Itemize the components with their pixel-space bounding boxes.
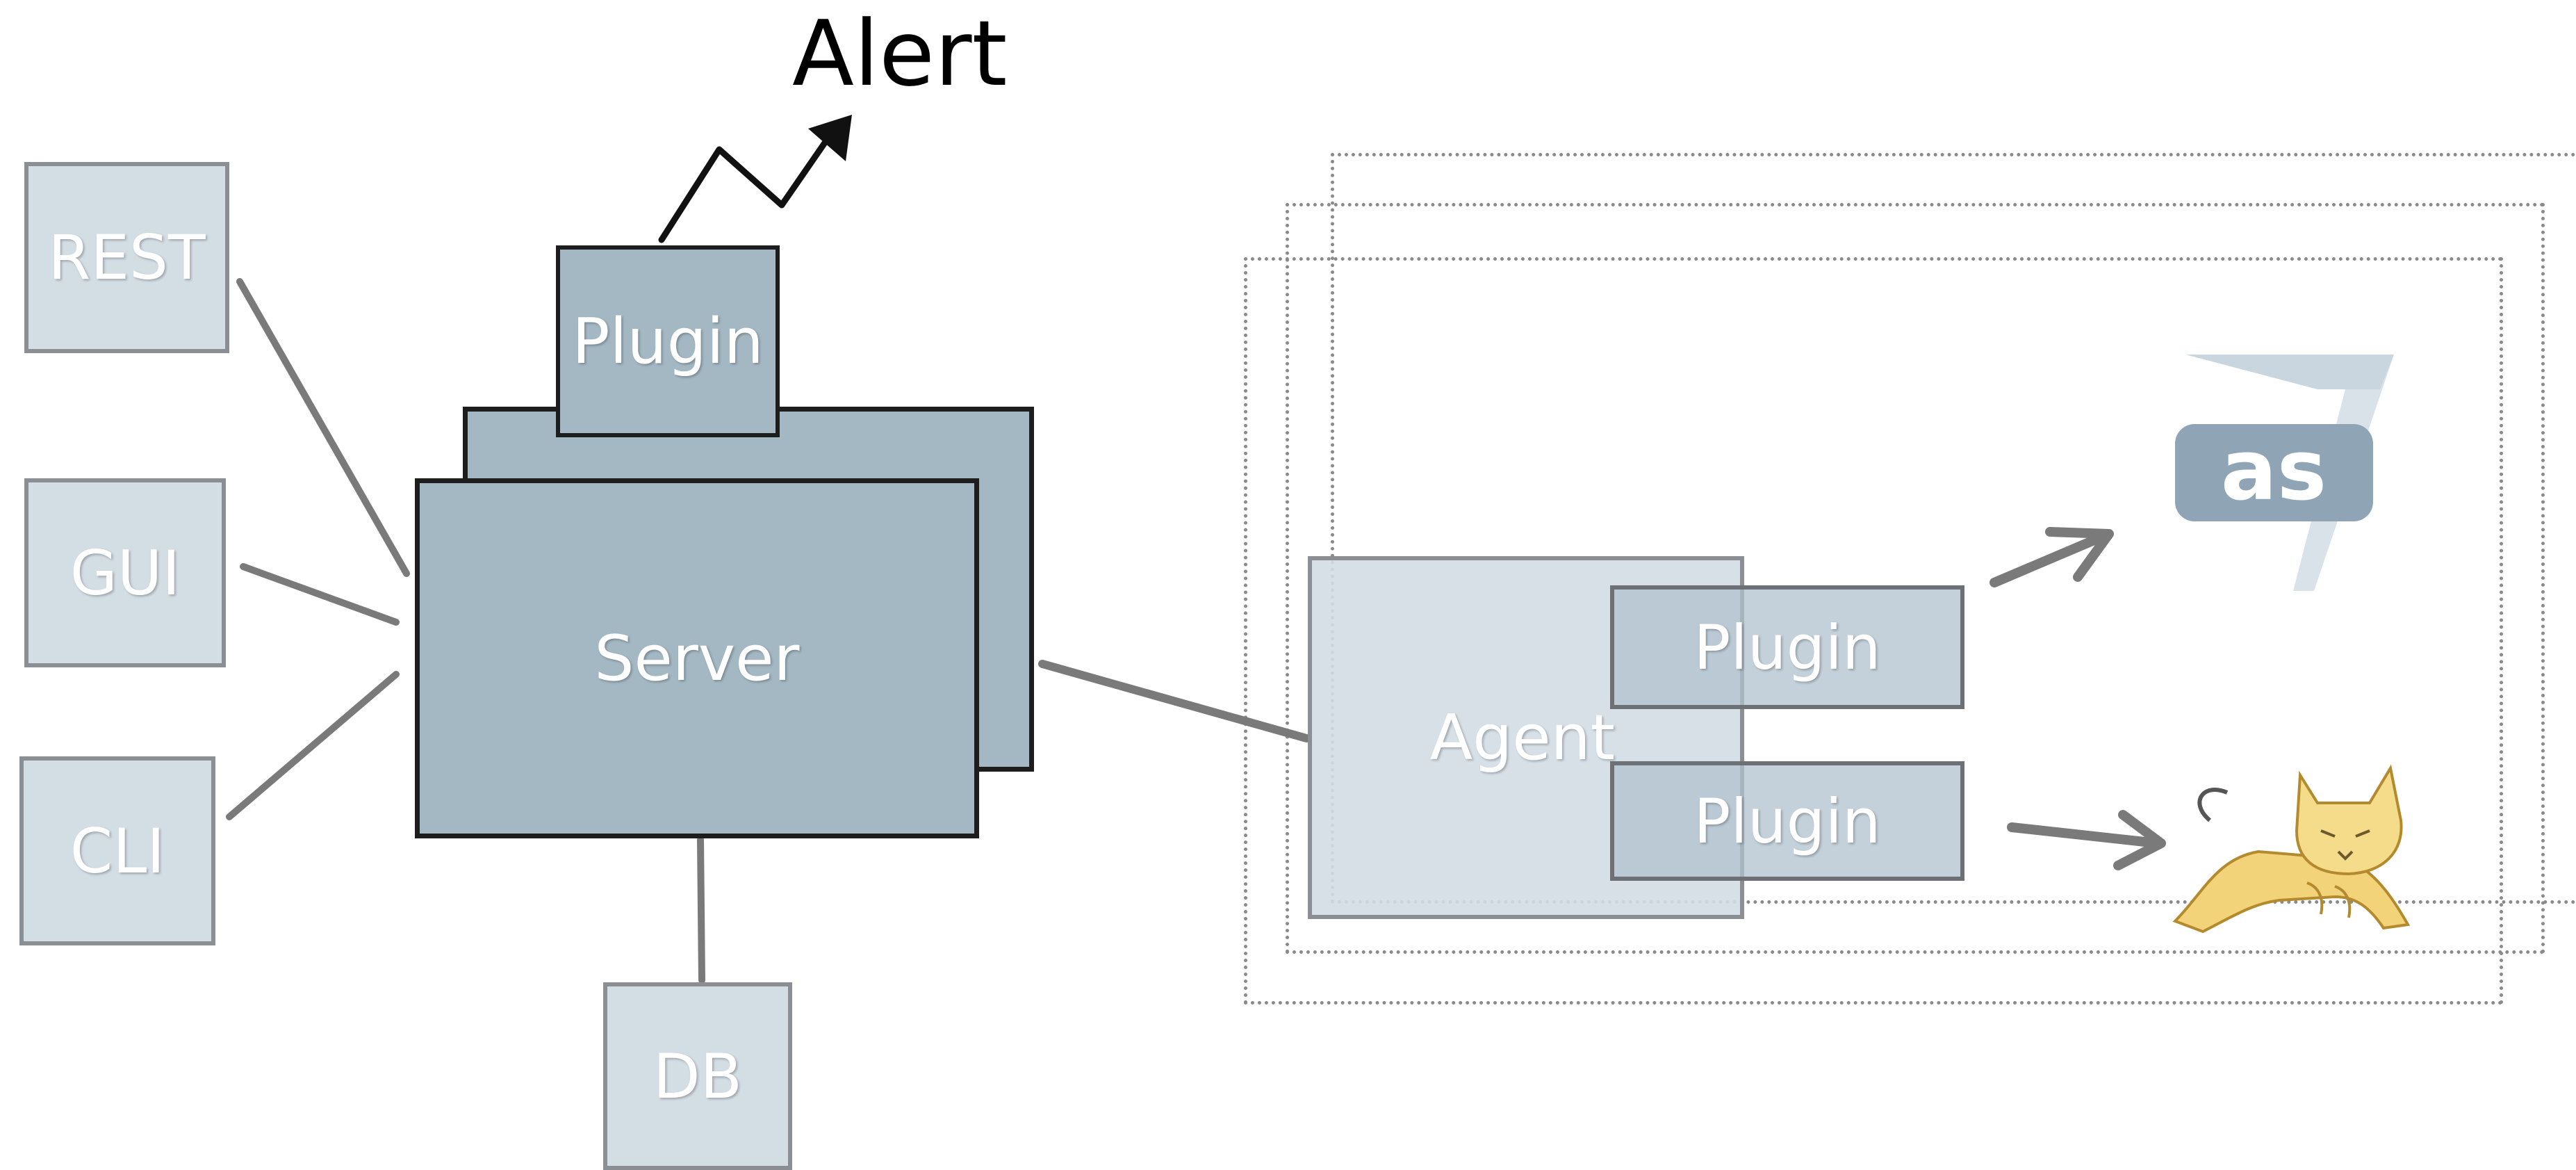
agent-plugin-bottom-label: Plugin — [1693, 785, 1881, 857]
agent-label: Agent — [1429, 701, 1615, 774]
server-db-connector — [697, 836, 705, 984]
cli-box: CLI — [19, 756, 215, 945]
tomcat-cat-icon — [2172, 764, 2411, 934]
agent-plugin-bottom-box: Plugin — [1610, 761, 1964, 881]
server-plugin-label: Plugin — [572, 304, 764, 378]
alert-arrowhead — [808, 115, 852, 161]
server-plugin-box: Plugin — [556, 245, 780, 437]
server-box: Server — [415, 478, 979, 838]
agent-plugin-top-box: Plugin — [1610, 585, 1964, 709]
db-box: DB — [603, 982, 792, 1170]
gui-label: GUI — [69, 537, 181, 609]
rest-box: REST — [24, 162, 229, 353]
agent-plugin-top-label: Plugin — [1693, 611, 1881, 683]
agent-host-frame-middle — [1286, 203, 2545, 954]
agent-host-frame-front — [1244, 257, 2503, 1005]
plugin-as-arrow — [1990, 530, 2110, 587]
alert-label: Alert — [792, 1, 1008, 106]
as7-logo-icon: as 7 — [2175, 355, 2394, 591]
as7-logo-text: as — [2221, 423, 2327, 519]
gui-box: GUI — [24, 478, 226, 667]
rest-label: REST — [48, 222, 206, 293]
plugin-tomcat-arrowhead — [2113, 810, 2166, 870]
gui-server-connector — [240, 563, 400, 626]
rest-server-connector — [236, 278, 410, 577]
plugin-tomcat-arrow — [2007, 822, 2163, 848]
server-label: Server — [594, 621, 800, 695]
db-label: DB — [653, 1040, 743, 1112]
server-agent-connector — [1038, 660, 1311, 742]
alert-arrow — [658, 134, 832, 243]
agent-host-frame-back — [1331, 153, 2576, 904]
cli-label: CLI — [69, 815, 165, 887]
cli-server-connector — [226, 671, 400, 820]
plugin-as-arrowhead — [2045, 527, 2114, 582]
